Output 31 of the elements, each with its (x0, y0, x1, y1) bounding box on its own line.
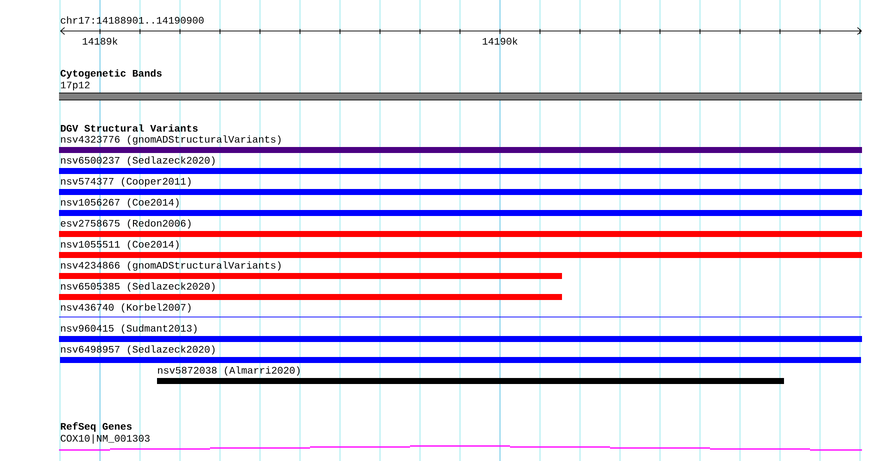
variant-bar: nsv574377 (Cooper2011) (59, 177, 862, 195)
node-label: 17p12 (60, 82, 90, 90)
node-label: esv2758675 (Redon2006) (60, 219, 191, 229)
variant-bar: nsv4234866 (gnomADStructuralVariants) (59, 261, 562, 279)
track-title: DGV Structural Variants (60, 124, 198, 132)
node-label: nsv6505385 (Sedlazeck2020) (61, 282, 215, 292)
variant-bar: nsv6498957 (Sedlazeck2020) (60, 345, 861, 363)
variant-line: nsv436740 (Korbel2007) (58, 303, 862, 318)
node-label: nsv574377 (Cooper2011) (61, 177, 191, 187)
variant-bar: nsv6500237 (Sedlazeck2020) (59, 156, 862, 174)
tick-label: 14190k (482, 37, 518, 45)
variant-bar: nsv6505385 (Sedlazeck2020) (59, 282, 562, 300)
variant-bar: nsv4323776 (gnomADStructuralVariants) (59, 135, 862, 153)
node-label: nsv4234866 (gnomADStructuralVariants) (61, 261, 281, 271)
cytoband-bar: 17p12 (58, 82, 862, 100)
track-title: Cytogenetic Bands (60, 69, 162, 79)
node-label: nsv1056267 (Coe2014) (61, 198, 179, 208)
node-label: nsv5872038 (Almarri2020) (158, 366, 300, 376)
tick-label: 14189k (82, 37, 118, 45)
gene-feature: COX10|NM_001303 (58, 434, 863, 451)
variant-bar: nsv1056267 (Coe2014) (59, 198, 862, 216)
node-label: nsv1055511 (Coe2014) (61, 240, 179, 250)
variant-bar: nsv5872038 (Almarri2020) (157, 366, 784, 384)
variant-bar: nsv960415 (Sudmant2013) (59, 324, 862, 342)
node-label: nsv6498957 (Sedlazeck2020) (61, 345, 215, 355)
variant-bar: esv2758675 (Redon2006) (59, 219, 862, 237)
node-label: nsv4323776 (gnomADStructuralVariants) (61, 135, 281, 145)
region-label: chr17:14188901..14190900 (60, 16, 204, 24)
variant-bar: nsv1055511 (Coe2014) (59, 240, 862, 258)
node-label: nsv6500237 (Sedlazeck2020) (61, 156, 215, 166)
node-label: nsv960415 (Sudmant2013) (61, 324, 197, 334)
